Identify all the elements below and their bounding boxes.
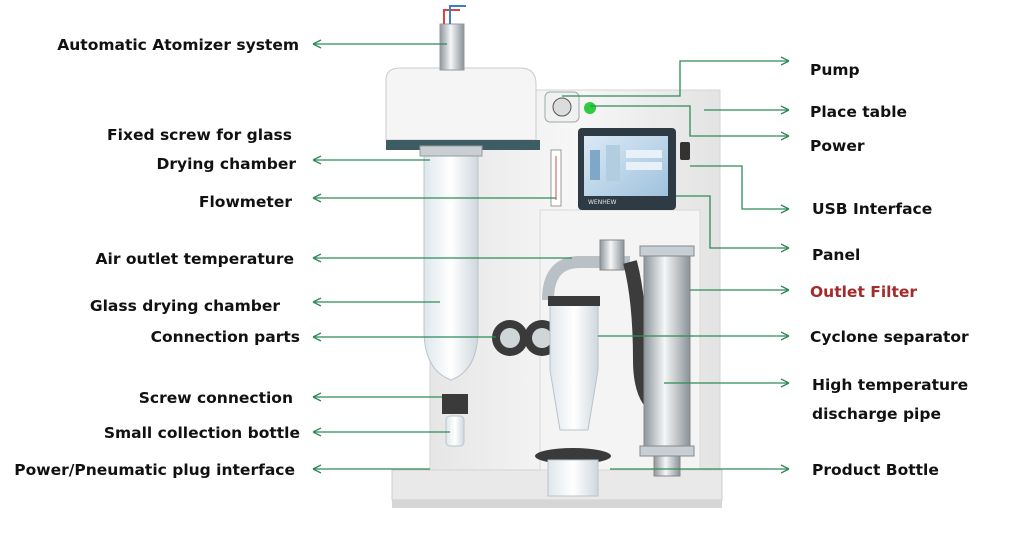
label-usb-interface: USB Interface xyxy=(812,200,933,218)
label-outlet-filter: Outlet Filter xyxy=(810,283,918,301)
power-indicator xyxy=(584,102,596,114)
glass-drying-chamber xyxy=(423,149,479,381)
screw-connection xyxy=(442,394,468,414)
label-pump: Pump xyxy=(810,61,860,79)
small-collection-bottle xyxy=(445,415,465,447)
usb-port xyxy=(680,142,690,160)
leader-lines xyxy=(312,39,790,474)
label-power: Power xyxy=(810,137,865,155)
label-glass-drying-chamber: Glass drying chamber xyxy=(89,297,280,315)
outlet-filter xyxy=(643,251,691,453)
panel-brand: WENHEW xyxy=(588,199,617,206)
label-high-temp-pipe-line2: discharge pipe xyxy=(812,405,941,423)
label-fixed-screw: Fixed screw for glass xyxy=(107,126,292,144)
label-connection-parts: Connection parts xyxy=(150,328,300,346)
cyclone-separator xyxy=(549,301,599,431)
label-product-bottle: Product Bottle xyxy=(812,461,939,479)
label-high-temp-pipe-line1: High temperature xyxy=(812,376,969,394)
label-place-table: Place table xyxy=(810,103,908,121)
air-outlet-pipe xyxy=(542,256,630,301)
label-panel: Panel xyxy=(812,246,861,264)
label-atomizer: Automatic Atomizer system xyxy=(57,36,299,54)
label-power-plug-interface: Power/Pneumatic plug interface xyxy=(14,461,295,479)
product-bottle xyxy=(547,459,599,497)
atomizer-head xyxy=(385,67,537,141)
label-small-collection-bottle: Small collection bottle xyxy=(103,424,300,442)
label-cyclone-separator: Cyclone separator xyxy=(810,328,969,346)
label-flowmeter: Flowmeter xyxy=(198,193,292,211)
label-air-outlet-temp: Air outlet temperature xyxy=(95,250,294,268)
label-drying-chamber: Drying chamber xyxy=(156,155,296,173)
label-screw-connection: Screw connection xyxy=(138,389,293,407)
